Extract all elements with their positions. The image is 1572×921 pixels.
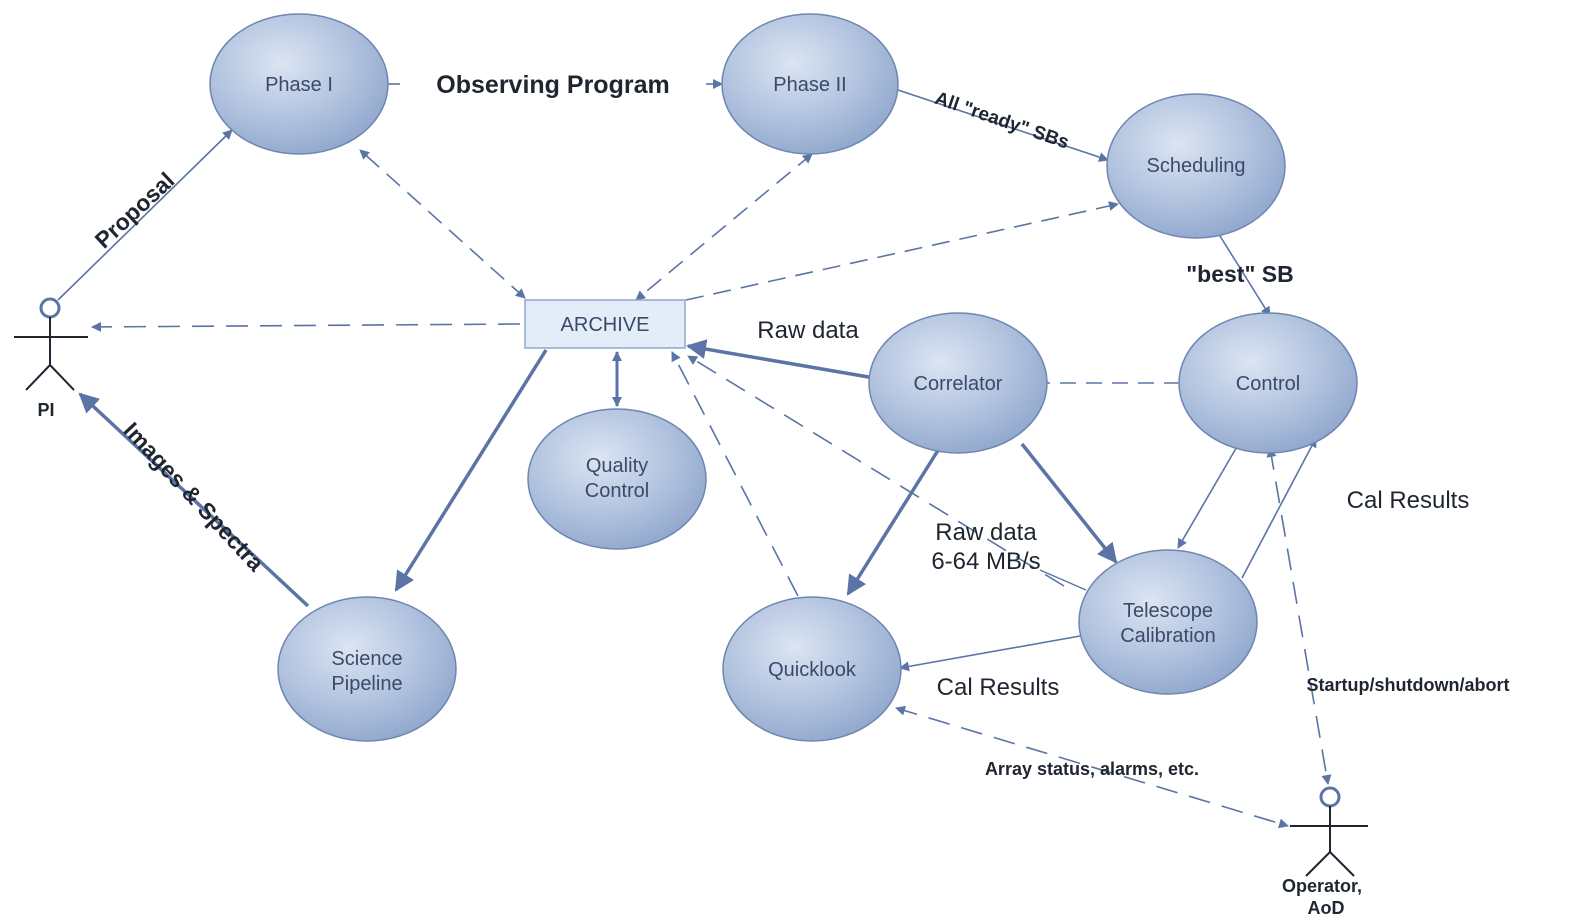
- edge-telcal-archive: [687, 355, 1065, 587]
- label-cal-results-right: Cal Results: [1347, 487, 1470, 514]
- actor-operator: [1290, 786, 1368, 877]
- label-best-sb: "best" SB: [1186, 261, 1293, 287]
- label-startup: Startup/shutdown/abort: [1307, 675, 1510, 695]
- edge-quicklook-operator: [895, 705, 1289, 829]
- node-quicklook[interactable]: [722, 596, 902, 742]
- label-archive: ARCHIVE: [561, 314, 650, 336]
- node-control[interactable]: [1178, 312, 1358, 454]
- label-raw-data-rate-line1: Raw data: [935, 519, 1037, 546]
- node-scheduling[interactable]: [1106, 93, 1286, 239]
- edge-scheduling-control: [1219, 235, 1271, 317]
- label-array-status: Array status, alarms, etc.: [985, 759, 1199, 779]
- label-operator-line1: Operator,: [1282, 876, 1362, 896]
- edge-archive-scheduling: [685, 201, 1119, 301]
- node-phase1[interactable]: [209, 13, 389, 155]
- label-pipeline-line2: Pipeline: [331, 673, 402, 695]
- label-pi: PI: [37, 400, 54, 420]
- node-telescope-calibration[interactable]: [1078, 549, 1258, 695]
- label-pipeline-line1: Science: [331, 648, 402, 670]
- edge-phase2-archive: [635, 153, 813, 301]
- edge-phase2-scheduling: [897, 89, 1109, 162]
- label-phase2: Phase II: [773, 74, 846, 96]
- edge-telcal-control: [1241, 437, 1317, 579]
- edge-telcal-quicklook: [899, 635, 1081, 672]
- edge-quicklook-archive: [671, 351, 799, 597]
- label-phase1: Phase I: [265, 74, 333, 96]
- label-observing-program: Observing Program: [436, 71, 669, 99]
- label-raw-data-top: Raw data: [757, 317, 859, 344]
- label-quicklook: Quicklook: [768, 659, 857, 681]
- label-images-spectra: Images & Spectra: [119, 417, 270, 576]
- edge-pipeline-pi: [78, 392, 310, 608]
- label-operator-line2: AoD: [1308, 898, 1345, 918]
- node-archive[interactable]: [524, 299, 686, 349]
- edge-correlator-telcal: [1020, 442, 1118, 564]
- node-correlator[interactable]: [868, 312, 1048, 454]
- edge-correlator-quicklook: [846, 443, 944, 596]
- actor-pi-head: [39, 297, 61, 319]
- actor-pi: [14, 297, 88, 391]
- edge-control-telcal: [1177, 437, 1243, 549]
- edge-archive-pipeline: [394, 349, 548, 592]
- label-telcal-line1: Telescope: [1123, 600, 1213, 622]
- node-phase2[interactable]: [721, 13, 899, 155]
- edge-pi-phase1: [57, 129, 233, 301]
- node-quality-control[interactable]: [527, 408, 707, 550]
- label-scheduling: Scheduling: [1147, 155, 1246, 177]
- edge-correlator-archive: [686, 339, 887, 382]
- label-control: Control: [1236, 373, 1300, 395]
- label-ready-sbs: All "ready" SBs: [932, 88, 1072, 154]
- actor-operator-head: [1319, 786, 1341, 808]
- edge-control-operator: [1266, 447, 1332, 785]
- label-raw-data-rate-line2: 6-64 MB/s: [931, 548, 1040, 575]
- label-proposal: Proposal: [90, 167, 180, 253]
- label-quality-line2: Control: [585, 480, 649, 502]
- node-science-pipeline[interactable]: [277, 596, 457, 742]
- edge-archive-pi: [91, 321, 521, 332]
- edge-archive-phase1: [359, 149, 526, 299]
- edge-rawrate-telcal: [1039, 569, 1087, 591]
- label-correlator: Correlator: [914, 373, 1003, 395]
- label-quality-line1: Quality: [586, 455, 648, 477]
- label-cal-results-bottom: Cal Results: [937, 674, 1060, 701]
- label-telcal-line2: Calibration: [1120, 625, 1216, 647]
